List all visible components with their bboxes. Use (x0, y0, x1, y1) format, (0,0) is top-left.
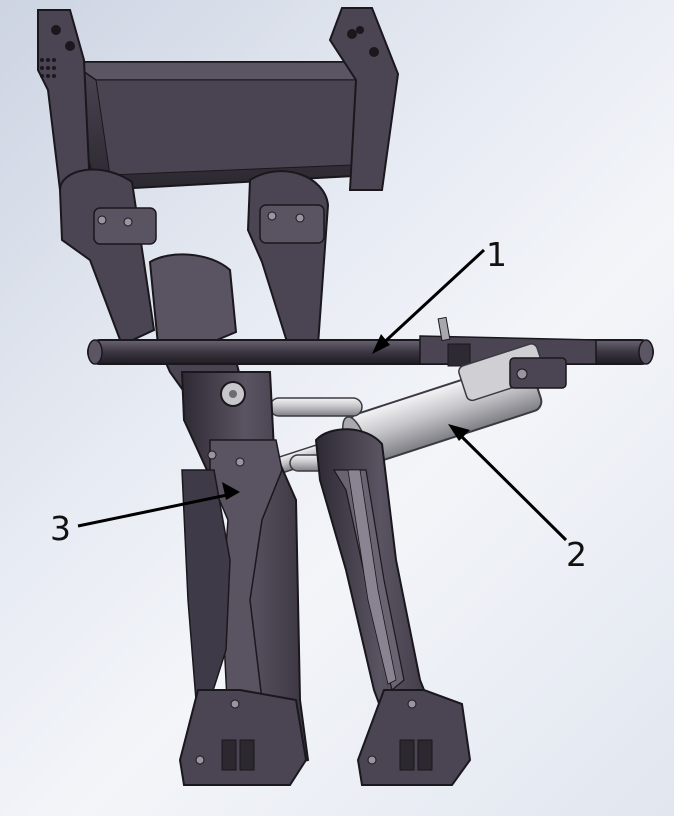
right-leg (314, 428, 472, 786)
left-leg-link (178, 371, 310, 786)
leader-arrow-2 (448, 424, 470, 441)
leader-arrow-3 (222, 482, 240, 500)
side-frames (58, 168, 330, 402)
top-tray (37, 7, 400, 192)
callout-label-2: 2 (566, 535, 587, 574)
callout-label-3: 3 (50, 509, 71, 548)
leader-line-3 (77, 492, 233, 528)
leader-line-1 (376, 248, 486, 350)
callout-label-1: 1 (486, 235, 507, 274)
leader-lines (77, 248, 568, 542)
leader-arrow-1 (372, 334, 390, 354)
linear-actuator (258, 343, 567, 479)
leader-line-2 (453, 428, 568, 542)
